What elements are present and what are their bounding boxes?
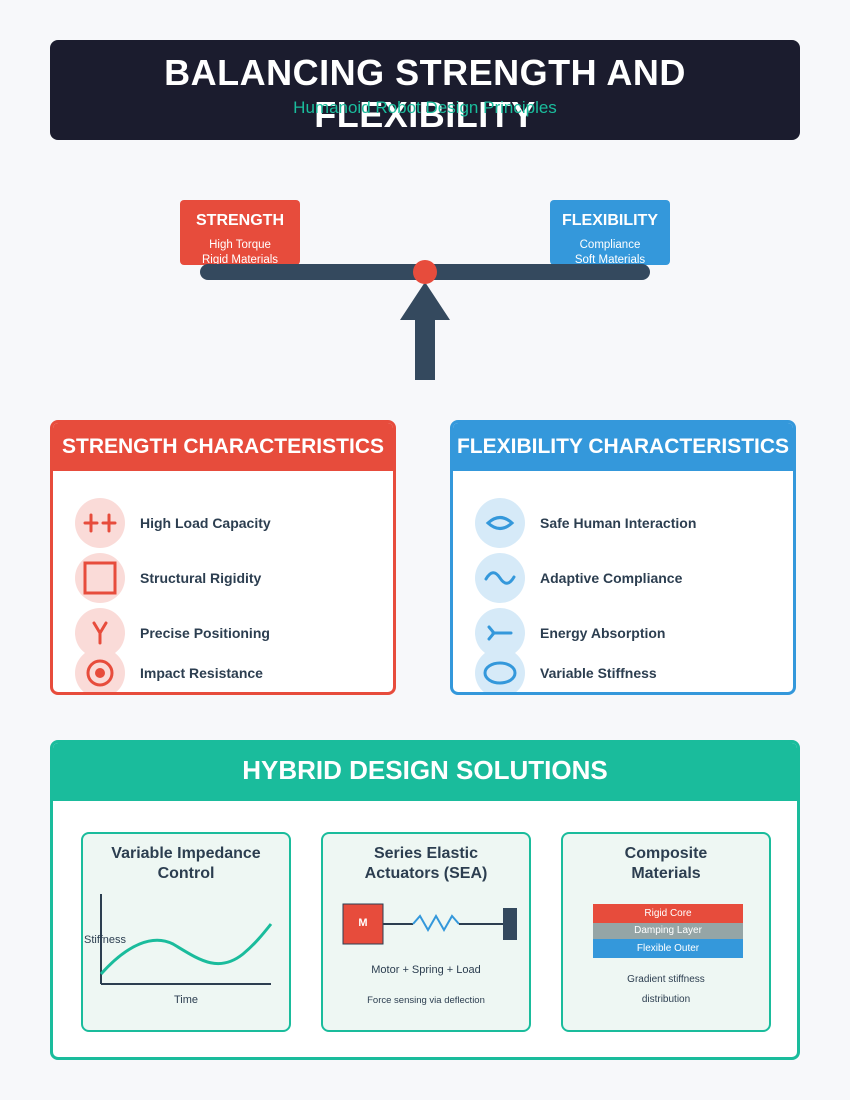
- hybrid-section: HYBRID DESIGN SOLUTIONS Variable Impedan…: [50, 740, 800, 1060]
- eye-icon: [485, 516, 515, 530]
- sea-diagram: [342, 903, 517, 945]
- layer-damping: Damping Layer: [593, 923, 743, 939]
- flexibility-item: Variable Stiffness: [475, 648, 775, 692]
- flexibility-tag: FLEXIBILITY Compliance Soft Materials: [550, 200, 670, 266]
- balance-diagram: STRENGTH High Torque Rigid Materials FLE…: [0, 0, 850, 400]
- flexibility-item-label: Variable Stiffness: [540, 665, 657, 681]
- composite-materials-card: Composite Materials Rigid Core Damping L…: [561, 832, 771, 1032]
- strength-panel: STRENGTH CHARACTERISTICS High Load Capac…: [50, 420, 396, 695]
- plus-pair-icon: [83, 513, 117, 533]
- sea-caption-1: Motor + Spring + Load: [371, 964, 481, 976]
- strength-item: High Load Capacity: [75, 498, 375, 548]
- header-banner: BALANCING STRENGTH AND FLEXIBILITY Human…: [50, 40, 800, 140]
- flexibility-item-label: Safe Human Interaction: [540, 515, 697, 531]
- target-icon: [86, 659, 114, 687]
- motor-label: M: [358, 917, 368, 929]
- balance-pivot: [413, 260, 437, 284]
- strength-item-label: Structural Rigidity: [140, 570, 262, 586]
- strength-item-label: High Load Capacity: [140, 515, 271, 531]
- flexibility-panel: FLEXIBILITY CHARACTERISTICS Safe Human I…: [450, 420, 796, 695]
- sea-card: Series Elastic Actuators (SEA) M Motor +…: [321, 832, 531, 1032]
- composite-caption-2: distribution: [641, 994, 691, 1005]
- stiffness-time-graph: [99, 894, 273, 985]
- strength-item: Structural Rigidity: [75, 553, 375, 603]
- hybrid-title: HYBRID DESIGN SOLUTIONS: [53, 743, 797, 801]
- square-icon: [83, 561, 117, 595]
- strength-item-label: Impact Resistance: [140, 665, 263, 681]
- ellipse-icon: [483, 661, 517, 685]
- graph-ylabel: Stiffness: [84, 934, 126, 946]
- flexibility-tag-line2: Soft Materials: [574, 254, 646, 266]
- strength-panel-title: STRENGTH CHARACTERISTICS: [53, 423, 393, 471]
- arrow-tail-icon: [487, 625, 513, 641]
- flexibility-panel-title: FLEXIBILITY CHARACTERISTICS: [453, 423, 793, 471]
- layer-rigid-core: Rigid Core: [593, 904, 743, 923]
- flexibility-item-label: Energy Absorption: [540, 625, 666, 641]
- card-title: Series Elastic Actuators (SEA): [364, 845, 488, 882]
- variable-impedance-card: Variable Impedance Control Stiffness Tim…: [81, 832, 291, 1032]
- flexibility-item-label: Adaptive Compliance: [540, 570, 683, 586]
- composite-caption-1: Gradient stiffness: [627, 974, 705, 985]
- balance-stand: [400, 282, 450, 387]
- flexibility-tag-title: FLEXIBILITY: [562, 212, 658, 229]
- wave-icon: [484, 571, 516, 585]
- page-title: BALANCING STRENGTH AND FLEXIBILITY: [164, 52, 686, 135]
- strength-tag-line2: Rigid Materials: [201, 254, 279, 266]
- graph-xlabel: Time: [173, 994, 199, 1006]
- strength-item-label: Precise Positioning: [140, 625, 270, 641]
- strength-item: Impact Resistance: [75, 648, 375, 692]
- card-title: Variable Impedance Control: [111, 845, 261, 882]
- page-subtitle: Humanoid Robot Design Principles: [293, 98, 557, 117]
- sea-caption-2: Force sensing via deflection: [367, 995, 485, 1006]
- flexibility-item: Safe Human Interaction: [475, 498, 775, 548]
- y-shape-icon: [92, 621, 108, 645]
- strength-tag-title: STRENGTH: [196, 212, 284, 229]
- card-title: Composite Materials: [624, 845, 708, 882]
- strength-tag: STRENGTH High Torque Rigid Materials: [180, 200, 300, 266]
- layer-flexible-outer: Flexible Outer: [593, 939, 743, 958]
- strength-tag-line1: High Torque: [209, 239, 271, 251]
- flexibility-item: Adaptive Compliance: [475, 553, 775, 603]
- flexibility-tag-line1: Compliance: [579, 239, 641, 251]
